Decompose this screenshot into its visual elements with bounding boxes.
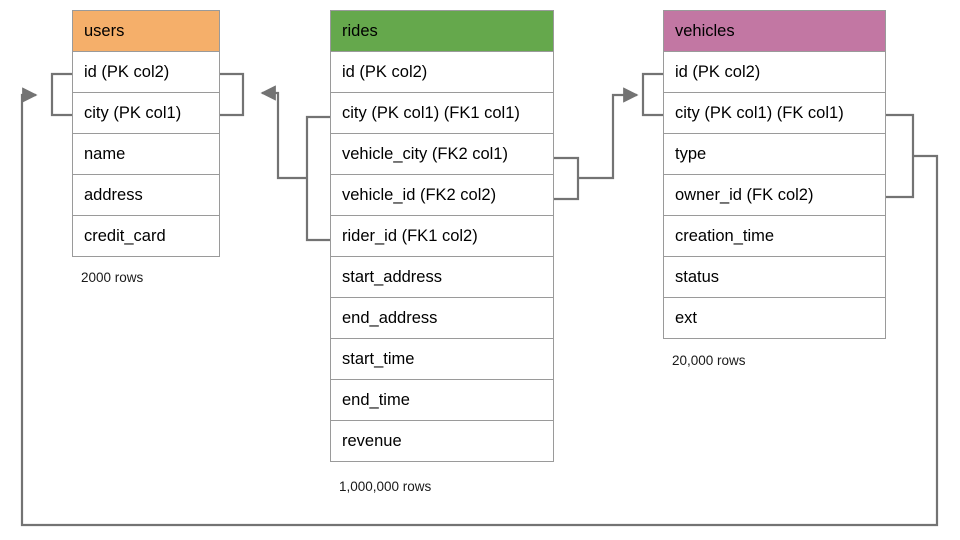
field-vehicles-creation-time[interactable]: creation_time	[664, 216, 885, 257]
field-users-name[interactable]: name	[73, 134, 219, 175]
field-users-id[interactable]: id (PK col2)	[73, 52, 219, 93]
field-rides-revenue[interactable]: revenue	[331, 421, 553, 462]
wire-fk2-vehicles-bracket	[641, 72, 663, 117]
entity-vehicles[interactable]: vehicles id (PK col2) city (PK col1) (FK…	[663, 10, 886, 339]
field-vehicles-type[interactable]: type	[664, 134, 885, 175]
wire-fk3-users-bracket	[50, 72, 72, 117]
field-vehicles-ext[interactable]: ext	[664, 298, 885, 339]
field-rides-end-time[interactable]: end_time	[331, 380, 553, 421]
entity-rides[interactable]: rides id (PK col2) city (PK col1) (FK1 c…	[330, 10, 554, 462]
field-users-credit-card[interactable]: credit_card	[73, 216, 219, 257]
field-rides-vehicle-city[interactable]: vehicle_city (FK2 col1)	[331, 134, 553, 175]
row-count-vehicles: 20,000 rows	[672, 353, 746, 368]
field-rides-city[interactable]: city (PK col1) (FK1 col1)	[331, 93, 553, 134]
wire-fk1-rides-bracket	[305, 115, 330, 242]
field-vehicles-id[interactable]: id (PK col2)	[664, 52, 885, 93]
field-rides-end-address[interactable]: end_address	[331, 298, 553, 339]
entity-header-vehicles: vehicles	[664, 11, 885, 52]
field-rides-rider-id[interactable]: rider_id (FK1 col2)	[331, 216, 553, 257]
entity-header-rides: rides	[331, 11, 553, 52]
wire-fk1-path	[260, 85, 307, 180]
row-count-users: 2000 rows	[81, 270, 144, 285]
field-rides-id[interactable]: id (PK col2)	[331, 52, 553, 93]
field-vehicles-status[interactable]: status	[664, 257, 885, 298]
field-rides-start-address[interactable]: start_address	[331, 257, 553, 298]
row-count-rides: 1,000,000 rows	[339, 479, 432, 494]
field-users-city[interactable]: city (PK col1)	[73, 93, 219, 134]
entity-header-users: users	[73, 11, 219, 52]
field-users-address[interactable]: address	[73, 175, 219, 216]
wire-fk2-rides-bracket	[554, 156, 580, 201]
entity-users[interactable]: users id (PK col2) city (PK col1) name a…	[72, 10, 220, 257]
field-vehicles-city[interactable]: city (PK col1) (FK col1)	[664, 93, 885, 134]
wire-fk3-vehicles-bracket	[886, 113, 915, 199]
wire-fk2-path	[578, 87, 639, 180]
field-rides-start-time[interactable]: start_time	[331, 339, 553, 380]
field-vehicles-owner-id[interactable]: owner_id (FK col2)	[664, 175, 885, 216]
field-rides-vehicle-id[interactable]: vehicle_id (FK2 col2)	[331, 175, 553, 216]
wire-fk1-users-bracket	[220, 72, 245, 117]
